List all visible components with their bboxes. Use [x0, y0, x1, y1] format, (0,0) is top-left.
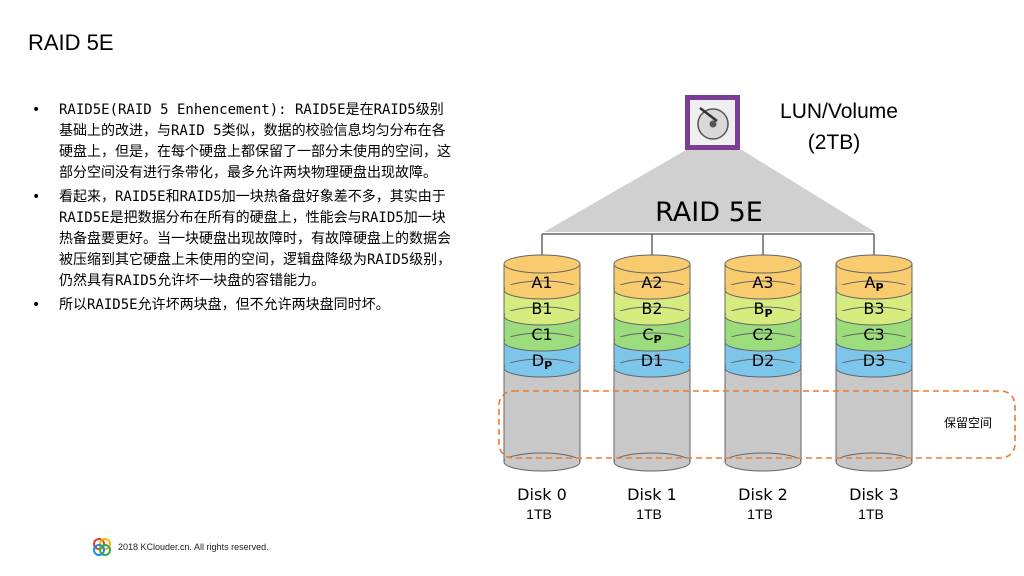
disk-top	[835, 254, 913, 274]
block-label: A2	[641, 273, 662, 292]
disk-spindle-icon	[709, 120, 717, 128]
block-label: D2	[752, 351, 775, 370]
reserved-space-label: 保留空间	[944, 416, 992, 430]
block-label: A1	[531, 273, 552, 292]
reserved-space-outline	[498, 390, 1016, 459]
disk-name: Disk 0	[517, 485, 567, 504]
raid-level-label: RAID 5E	[655, 197, 763, 228]
stripe-fill	[837, 363, 911, 368]
raid-fan-shape	[544, 150, 875, 232]
disk-top	[503, 254, 581, 274]
stripe-fill	[726, 363, 800, 368]
disk-name: Disk 3	[849, 485, 899, 504]
stripe-fill	[615, 337, 689, 342]
stripe-fill	[505, 363, 579, 368]
disk-body	[613, 367, 691, 463]
block-label: B2	[641, 299, 662, 318]
disk-connectors	[541, 233, 875, 256]
disk-size: 1TB	[526, 506, 552, 522]
disk-name: Disk 2	[738, 485, 788, 504]
stripe-fill	[505, 285, 579, 290]
bullet-item: 所以RAID5E允许坏两块盘，但不允许两块盘同时坏。	[32, 295, 452, 316]
disk-top	[613, 254, 691, 274]
stripe-fill	[837, 285, 911, 290]
stripe-fill	[837, 337, 911, 342]
lun-label: LUN/Volume	[780, 100, 898, 123]
disk-name: Disk 1	[627, 485, 677, 504]
bullet-list: RAID5E(RAID 5 Enhencement): RAID5E是在RAID…	[32, 100, 452, 319]
disk-top	[724, 254, 802, 274]
block-label: B1	[531, 299, 552, 318]
stripe-fill	[837, 311, 911, 316]
stripe-fill	[615, 285, 689, 290]
disk-bottom-fill	[837, 458, 911, 462]
stripe-fill	[726, 285, 800, 290]
kclouder-logo-icon	[93, 538, 111, 556]
stripe-fill	[615, 311, 689, 316]
bullet-item: RAID5E(RAID 5 Enhencement): RAID5E是在RAID…	[32, 100, 452, 184]
disk-bottom-fill	[726, 458, 800, 462]
lun-volume	[685, 95, 740, 150]
block-label: A3	[752, 273, 773, 292]
bullet-item: 看起来，RAID5E和RAID5加一块热备盘好象差不多，其实由于RAID5E是把…	[32, 187, 452, 292]
stripe-fill	[726, 337, 800, 342]
disk-body	[724, 367, 802, 463]
disk-arm-icon	[699, 107, 718, 122]
stripe-fill	[615, 363, 689, 368]
block-label: C3	[863, 325, 884, 344]
disk-body	[835, 367, 913, 463]
slide-title: RAID 5E	[28, 30, 114, 55]
footer: 2018 KClouder.cn. All rights reserved.	[92, 537, 269, 557]
block-label: D3	[863, 351, 886, 370]
block-label: C2	[752, 325, 773, 344]
stripe-fill	[505, 337, 579, 342]
stripe-fill	[505, 311, 579, 316]
block-label: D1	[641, 351, 664, 370]
disk-size: 1TB	[858, 506, 884, 522]
disk-bottom-fill	[615, 458, 689, 462]
copyright-text: 2018 KClouder.cn. All rights reserved.	[118, 542, 269, 552]
block-label: B3	[863, 299, 884, 318]
disk-bottom-fill	[505, 458, 579, 462]
disk-body	[503, 367, 581, 463]
stripe-fill	[726, 311, 800, 316]
lun-capacity-label: (2TB)	[808, 131, 861, 154]
block-label: C1	[531, 325, 552, 344]
disk-size: 1TB	[636, 506, 662, 522]
disk-size: 1TB	[747, 506, 773, 522]
